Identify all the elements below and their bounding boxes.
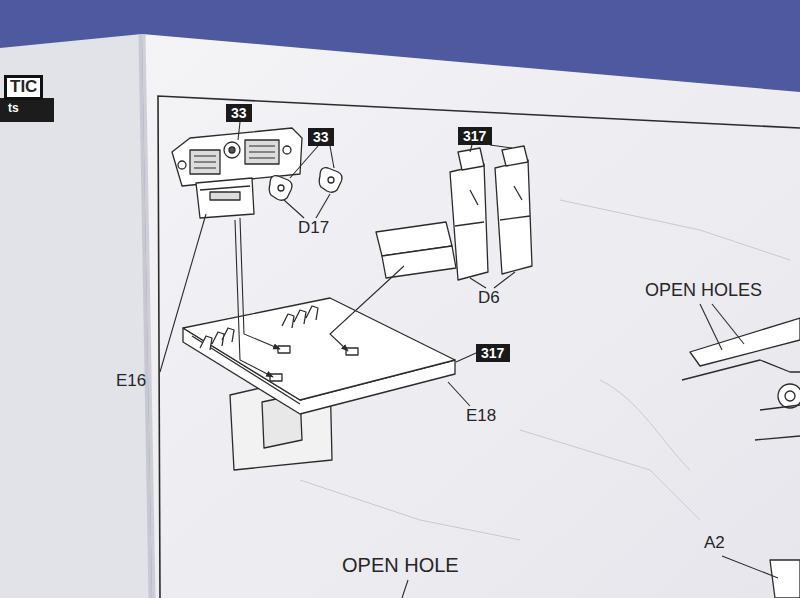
part-label: E16 xyxy=(116,372,146,391)
fuselage-part xyxy=(682,318,800,598)
left-page xyxy=(0,34,152,598)
part-label: D17 xyxy=(298,219,329,238)
callout-number: 317 xyxy=(458,127,492,145)
callout-text: 317 xyxy=(463,128,487,144)
part-label: ts xyxy=(8,102,19,115)
right-page xyxy=(142,34,800,598)
callout-text: 33 xyxy=(313,129,329,145)
part-label: A2 xyxy=(704,534,725,553)
callout-number: 317 xyxy=(476,344,510,362)
part-label: OPEN HOLE xyxy=(342,554,459,576)
part-label: TIC xyxy=(4,75,43,100)
leader-lines xyxy=(160,122,778,598)
control-yokes xyxy=(269,168,342,201)
gutter-shadow xyxy=(142,34,152,598)
seats xyxy=(376,146,532,280)
part-label: D6 xyxy=(478,289,500,308)
part-label: OPEN HOLES xyxy=(645,281,762,301)
part-label: E18 xyxy=(466,407,496,426)
callout-text: 317 xyxy=(481,345,505,361)
callout-number: 33 xyxy=(226,104,252,122)
callout-text: 33 xyxy=(231,105,247,121)
callout-number: 33 xyxy=(308,128,334,146)
instrument-panel xyxy=(172,128,302,218)
page-frame xyxy=(158,96,800,598)
cockpit-floor xyxy=(183,298,455,470)
logo-band xyxy=(0,98,54,122)
